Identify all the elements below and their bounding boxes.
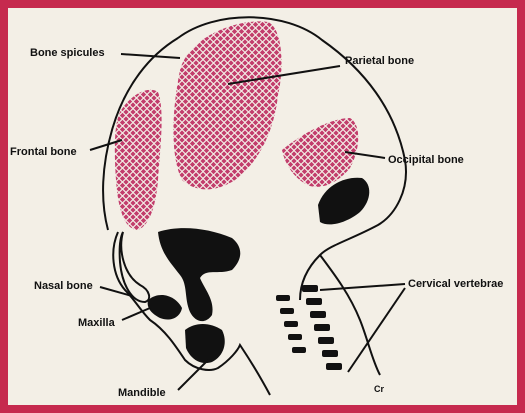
leader-mandible xyxy=(178,360,208,390)
label-frontal-bone: Frontal bone xyxy=(10,146,77,158)
ear-outline xyxy=(120,232,150,302)
vertebra xyxy=(314,324,330,331)
mandible-dark xyxy=(185,324,225,363)
label-mandible: Mandible xyxy=(118,387,166,399)
vertebrae-group xyxy=(276,285,342,370)
frontal-ossification xyxy=(115,90,162,230)
vertebra xyxy=(310,311,326,318)
vertebra xyxy=(292,347,306,353)
label-maxilla: Maxilla xyxy=(78,317,116,329)
vertebra xyxy=(276,295,290,301)
vertebra xyxy=(302,285,318,292)
label-cr-mark: Cr xyxy=(374,384,384,394)
leader-cervical-2 xyxy=(348,288,405,372)
label-cervical-vertebrae: Cervical vertebrae xyxy=(408,278,503,290)
label-parietal-bone: Parietal bone xyxy=(345,55,414,67)
vertebra xyxy=(322,350,338,357)
maxilla-dark xyxy=(148,295,182,320)
vertebra xyxy=(288,334,302,340)
label-bone-spicules: Bone spicules xyxy=(30,47,105,59)
label-occipital-bone: Occipital bone xyxy=(388,154,464,166)
vertebra xyxy=(280,308,294,314)
vertebra xyxy=(318,337,334,344)
vertebra xyxy=(306,298,322,305)
leader-cervical-1 xyxy=(320,284,405,290)
leader-bone-spicules xyxy=(121,54,180,58)
parietal-ossification xyxy=(173,21,281,189)
label-nasal-bone: Nasal bone xyxy=(34,280,93,292)
vertebra xyxy=(326,363,342,370)
vertebra xyxy=(284,321,298,327)
